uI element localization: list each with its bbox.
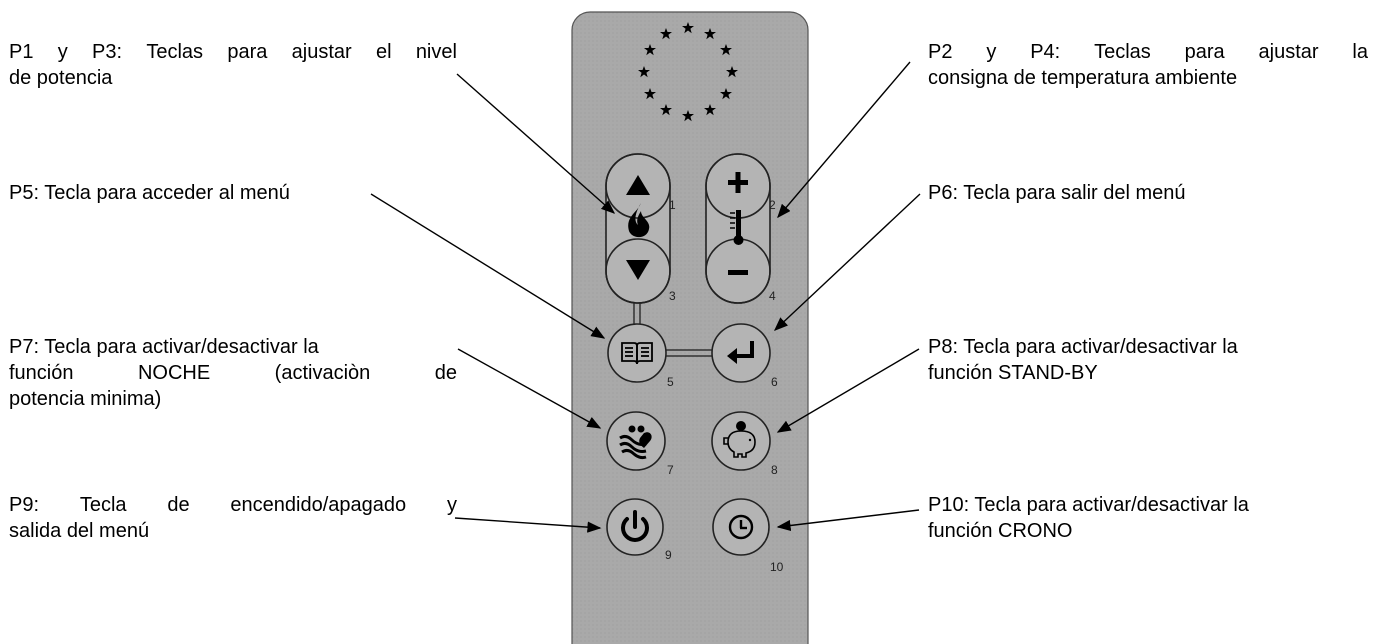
- clock-icon: [728, 514, 754, 540]
- word: encendido/apagado: [230, 494, 407, 516]
- word: para: [1184, 41, 1225, 63]
- arrow-p7: [457, 348, 602, 429]
- button-number-9: 9: [665, 548, 672, 562]
- arrow-p9: [454, 517, 602, 533]
- word: NOCHE: [137, 362, 211, 384]
- arrow-p8: [776, 348, 920, 433]
- label-p7-line1: P7: Tecla para activar/desactivar la: [9, 336, 319, 358]
- button-number-8: 8: [771, 463, 778, 477]
- button-number-2: 2: [769, 198, 776, 212]
- night-mode-button[interactable]: 7: [606, 411, 674, 477]
- word: P3:: [92, 41, 123, 63]
- label-p7-line3: potencia minima): [9, 388, 162, 410]
- label-p8-line2: función STAND-BY: [928, 362, 1098, 384]
- label-p7-line2: función NOCHE (activaciòn de: [9, 360, 457, 386]
- label-p10: P10: Tecla para activar/desactivar la fu…: [928, 492, 1249, 544]
- label-p8-line1: P8: Tecla para activar/desactivar la: [928, 336, 1238, 358]
- arrow-p5: [370, 193, 606, 339]
- word: P9:: [9, 494, 40, 516]
- word: P2: [928, 41, 953, 63]
- word: de: [167, 494, 190, 516]
- button-number-6: 6: [771, 375, 778, 389]
- button-number-3: 3: [669, 289, 676, 303]
- plus-icon: [728, 172, 748, 193]
- word: Teclas: [146, 41, 204, 63]
- label-p9-line1: P9: Tecla de encendido/apagado y: [9, 492, 457, 518]
- button-number-4: 4: [769, 289, 776, 303]
- word: de: [434, 362, 457, 384]
- crono-button[interactable]: 10: [712, 498, 784, 574]
- word: y: [986, 41, 997, 63]
- word: la: [1352, 41, 1368, 63]
- word: y: [446, 494, 457, 516]
- label-p6-text: P6: Tecla para salir del menú: [928, 182, 1186, 204]
- word: Tecla: [79, 494, 127, 516]
- button-number-7: 7: [667, 463, 674, 477]
- power-button[interactable]: 9: [606, 498, 672, 562]
- arrow-p10: [776, 509, 920, 532]
- arrow-down-icon: [626, 260, 650, 280]
- button-number-10: 10: [770, 560, 784, 574]
- flame-icon: [628, 203, 650, 238]
- label-p7: P7: Tecla para activar/desactivar la fun…: [9, 334, 457, 412]
- label-p1-p3: P1 y P3: Teclas para ajustar el nivel de…: [9, 39, 457, 91]
- power-icon: [621, 510, 649, 542]
- word: el: [375, 41, 392, 63]
- exit-menu-button[interactable]: 6: [711, 323, 778, 389]
- label-p1-p3-line2: de potencia: [9, 67, 113, 89]
- book-menu-icon: [621, 342, 653, 365]
- thermometer-icon: [730, 210, 744, 245]
- word: nivel: [415, 41, 457, 63]
- arrow-p1p3: [456, 73, 616, 214]
- word: función: [9, 362, 74, 384]
- label-p2-p4-line1: P2 y P4: Teclas para ajustar la: [928, 39, 1368, 65]
- power-level-rocker: 1 3: [605, 153, 676, 304]
- label-p9-line2: salida del menú: [9, 520, 150, 542]
- piggy-bank-icon: [723, 421, 756, 458]
- word: P1: [9, 41, 34, 63]
- label-p8: P8: Tecla para activar/desactivar la fun…: [928, 334, 1238, 386]
- label-p5-text: P5: Tecla para acceder al menú: [9, 182, 290, 204]
- stand-by-button[interactable]: 8: [711, 411, 778, 477]
- word: para: [227, 41, 268, 63]
- power-down-button[interactable]: [605, 238, 671, 304]
- label-p10-line2: función CRONO: [928, 520, 1073, 542]
- remote-body: [571, 11, 809, 644]
- word: ajustar: [291, 41, 352, 63]
- word: (activaciòn: [274, 362, 371, 384]
- label-p6: P6: Tecla para salir del menú: [928, 180, 1186, 206]
- minus-icon: [728, 270, 748, 275]
- enter-return-icon: [727, 341, 754, 364]
- arrow-p6: [773, 193, 921, 331]
- word: ajustar: [1258, 41, 1319, 63]
- word: P4:: [1030, 41, 1061, 63]
- arrow-up-icon: [626, 175, 650, 195]
- menu-button[interactable]: 5: [607, 323, 674, 389]
- night-mode-icon: [619, 425, 652, 460]
- label-p10-line1: P10: Tecla para activar/desactivar la: [928, 494, 1249, 516]
- button-number-5: 5: [667, 375, 674, 389]
- button-number-1: 1: [669, 198, 676, 212]
- label-p2-p4: P2 y P4: Teclas para ajustar la consigna…: [928, 39, 1368, 91]
- word: y: [57, 41, 68, 63]
- label-p9: P9: Tecla de encendido/apagado y salida …: [9, 492, 457, 544]
- temperature-rocker: 2 4: [705, 153, 776, 304]
- label-p5: P5: Tecla para acceder al menú: [9, 180, 290, 206]
- word: Teclas: [1094, 41, 1151, 63]
- label-p2-p4-line2: consigna de temperatura ambiente: [928, 67, 1238, 89]
- label-p1-p3-line1: P1 y P3: Teclas para ajustar el nivel: [9, 39, 457, 65]
- arrow-p2p4: [777, 61, 911, 219]
